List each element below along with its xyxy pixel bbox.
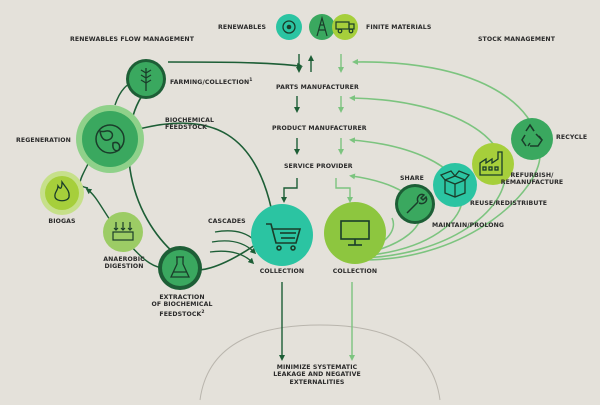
flow-collection-to-regen-arc bbox=[134, 122, 276, 229]
flow-service-to-coll-right bbox=[335, 178, 353, 203]
anaerobic-node bbox=[103, 212, 143, 252]
extraction-label: EXTRACTION OF BIOCHEMICAL FEEDSTOCK2 bbox=[151, 294, 213, 318]
oil-derrick-icon bbox=[316, 15, 328, 37]
collection-right-label: COLLECTION bbox=[332, 268, 378, 275]
biochemical-feedstock-label: BIOCHEMICAL FEEDSTOCK bbox=[165, 117, 215, 132]
flow-extraction-to-farming bbox=[127, 85, 186, 263]
recycle-label: RECYCLE bbox=[556, 134, 588, 141]
renewables-flow-label: RENEWABLES FLOW MANAGEMENT bbox=[70, 36, 195, 43]
cascade-3 bbox=[209, 250, 255, 265]
regeneration-node bbox=[76, 105, 144, 173]
renewables-node bbox=[276, 14, 302, 40]
reuse-label: REUSE/REDISTRIBUTE bbox=[470, 200, 548, 207]
cascade-2 bbox=[211, 240, 257, 255]
globe-icon bbox=[95, 124, 125, 154]
renewables-label: RENEWABLES bbox=[218, 24, 267, 31]
flame-icon bbox=[54, 179, 70, 202]
finite-materials-label: FINITE MATERIALS bbox=[366, 24, 432, 31]
cascades-label: CASCADES bbox=[208, 218, 246, 225]
wheat-icon bbox=[140, 68, 152, 91]
biogas-label: BIOGAS bbox=[48, 218, 76, 225]
box-icon bbox=[439, 170, 471, 198]
oil-node bbox=[309, 14, 335, 40]
flow-service-to-coll-left bbox=[281, 178, 298, 203]
sun-cycle-icon bbox=[282, 20, 296, 34]
mining-truck-icon bbox=[335, 21, 355, 34]
anaerobic-label: ANAEROBIC DIGESTION bbox=[103, 256, 145, 271]
share-node bbox=[395, 184, 435, 224]
mining-node bbox=[332, 14, 358, 40]
monitor-icon bbox=[340, 220, 370, 246]
refurbish-label: REFURBISH/ REMANUFACTURE bbox=[500, 172, 564, 187]
service-provider-label: SERVICE PROVIDER bbox=[284, 163, 353, 170]
collection-left-label: COLLECTION bbox=[259, 268, 305, 275]
recycle-icon bbox=[521, 123, 543, 147]
flow-farming-to-parts bbox=[167, 61, 303, 69]
extraction-node bbox=[158, 246, 202, 290]
factory-icon bbox=[479, 151, 503, 176]
regeneration-label: REGENERATION bbox=[16, 137, 71, 144]
flow-anaerobic-to-biogas bbox=[85, 188, 111, 221]
parts-manufacturer-label: PARTS MANUFACTURER bbox=[276, 84, 359, 91]
wrench-icon bbox=[406, 193, 428, 214]
maintain-label: MAINTAIN/PROLONG bbox=[432, 222, 505, 229]
leakage-label: MINIMIZE SYSTEMATIC LEAKAGE AND NEGATIVE… bbox=[273, 364, 361, 386]
product-manufacturer-label: PRODUCT MANUFACTURER bbox=[272, 125, 367, 132]
reuse-node bbox=[433, 163, 477, 207]
stock-management-label: STOCK MANAGEMENT bbox=[478, 36, 556, 43]
flask-icon bbox=[169, 256, 191, 278]
recycle-node bbox=[511, 118, 553, 160]
share-label: SHARE bbox=[400, 175, 424, 182]
farming-label: FARMING/COLLECTION1 bbox=[170, 78, 253, 87]
farming-node bbox=[126, 59, 166, 99]
digester-icon bbox=[112, 222, 134, 241]
collection-right-node bbox=[324, 202, 386, 264]
leakage-arc bbox=[199, 324, 441, 401]
collection-left-node bbox=[251, 204, 313, 266]
biogas-node bbox=[40, 171, 84, 215]
refurbish-node bbox=[472, 143, 514, 185]
shopping-cart-icon bbox=[266, 223, 302, 251]
